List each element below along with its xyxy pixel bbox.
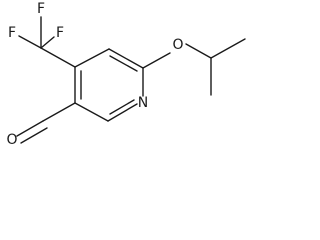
bond-c3-aldehyde-carbon xyxy=(42,102,76,122)
atom-label-ether-oxygen: O xyxy=(172,37,183,53)
bond-ring-inner-c6-c5 xyxy=(109,55,138,72)
bond-ring-c3-c2 xyxy=(74,102,109,122)
atom-label-f-right: F xyxy=(56,25,64,41)
bond-ring-c6-c5 xyxy=(108,48,144,69)
atom-label-ring-nitrogen: N xyxy=(138,95,148,111)
atom-label-aldehyde-oxygen: O xyxy=(6,132,17,148)
bond-ring-c2-n xyxy=(107,103,138,122)
atom-label-f-top: F xyxy=(37,1,45,17)
bond-cf3-f-right xyxy=(40,36,55,49)
bond-aldehyde-double-inner xyxy=(20,127,48,144)
molecule-structure-diagram: F F F O N O xyxy=(6,1,246,148)
bond-ring-inner-c2-n xyxy=(109,99,135,115)
bond-aldehyde-double-outer xyxy=(16,120,44,137)
bond-c4-cf3 xyxy=(40,47,76,68)
bond-ring-c5-c4 xyxy=(74,48,110,68)
bond-ch-methyl-up xyxy=(210,38,246,59)
bond-cf3-f-left xyxy=(18,35,42,49)
bond-ether-oxygen-ch xyxy=(185,43,212,59)
structure-canvas: F F F O N O xyxy=(6,1,246,148)
atom-label-f-left: F xyxy=(8,25,16,41)
bond-c6-ether-oxygen xyxy=(142,52,171,69)
